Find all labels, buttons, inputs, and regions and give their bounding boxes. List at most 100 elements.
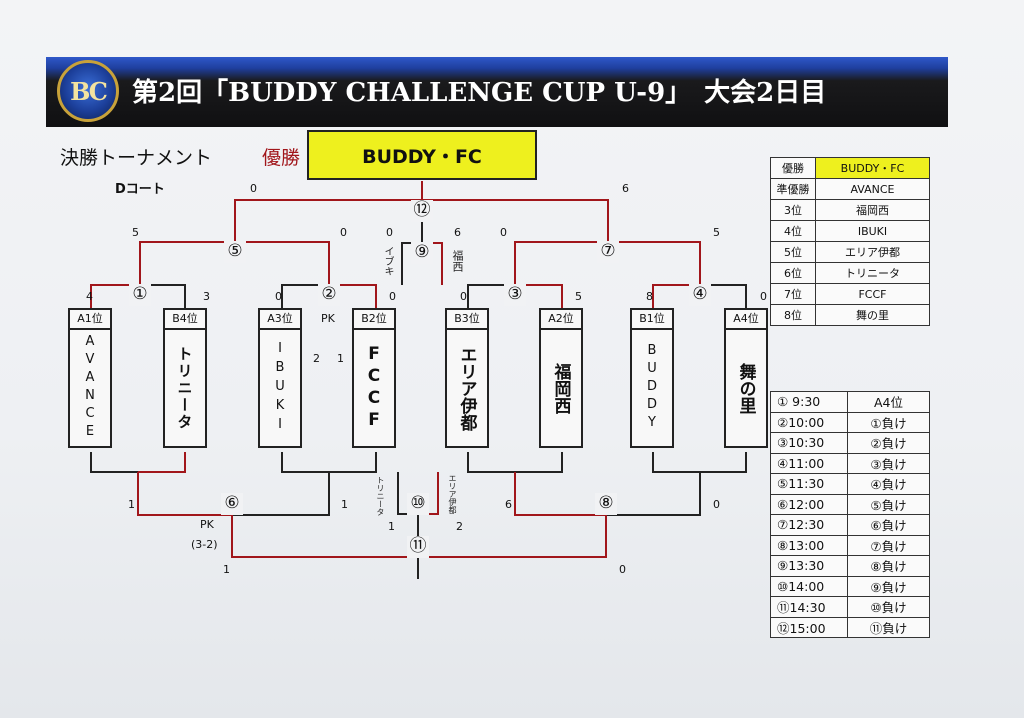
team-box: B4位 トリニータ [163,308,207,448]
team-name: IBUKI [272,340,288,436]
score: 5 [575,290,582,303]
ranking-team: トリニータ [815,262,930,284]
line-m12-right [422,199,609,242]
schedule-row: ②10:00 ①負け [770,411,930,433]
ranking-place: 7位 [770,283,816,305]
match-number: ④ [689,284,711,306]
line-m2-left [281,284,329,308]
line-m3-right [515,284,563,308]
ranking-place: 4位 [770,220,816,242]
team-abbrev: イブキ [382,246,393,276]
schedule-time: ⑨13:30 [770,555,848,577]
line-m6-mid-left [137,472,232,516]
score: 6 [505,498,512,511]
line-m8-left [467,452,515,473]
schedule-time: ⑦12:30 [770,514,848,536]
team-box: A4位 舞の里 [724,308,768,448]
team-box: A3位 IBUKI [258,308,302,448]
schedule-note: ⑥負け [847,514,930,536]
schedule-note: A4位 [847,391,930,413]
score: 1 [223,563,230,576]
score: 0 [275,290,282,303]
schedule-time: ⑥12:00 [770,493,848,515]
schedule-row: ⑤11:30 ④負け [770,473,930,495]
ranking-row: 5位 エリア伊都 [770,241,930,263]
score: 4 [86,290,93,303]
ranking-team: BUDDY・FC [815,157,930,179]
score: 0 [389,290,396,303]
match-number: ⑨ [411,242,433,264]
pk-detail: (3-2) [191,538,218,551]
ranking-team: IBUKI [815,220,930,242]
team-box: B2位 FCCF [352,308,396,448]
line-m6b-right [329,452,377,473]
score: 0 [713,498,720,511]
line-m7-right [608,241,701,285]
score: 1 [388,520,395,533]
line-m2-right [329,284,377,308]
schedule-time: ⑫15:00 [770,616,848,638]
score: 0 [386,226,393,239]
team-name: 福岡西 [550,362,571,414]
pk-label: PK [321,312,335,325]
ranking-row: 4位 IBUKI [770,220,930,242]
line-m6-left [90,452,138,473]
schedule-time: ⑧13:00 [770,534,848,556]
ranking-row: 3位 福岡西 [770,199,930,221]
team-abbrev: 福西 [451,250,464,272]
line-m8-right [515,452,563,473]
schedule-row: ⑥12:00 ⑤負け [770,493,930,515]
team-seed: A3位 [260,310,300,330]
schedule-note: ⑦負け [847,534,930,556]
ranking-team: AVANCE [815,178,930,200]
schedule-time: ②10:00 [770,411,848,433]
ranking-place: 3位 [770,199,816,221]
match-number: ③ [504,284,526,306]
score: 0 [760,290,767,303]
ranking-row: 準優勝 AVANCE [770,178,930,200]
schedule-row: ⑩14:00 ⑨負け [770,575,930,597]
logo-mark: BC [70,76,108,106]
ranking-place: 5位 [770,241,816,263]
score: 3 [203,290,210,303]
court-label: Dコート [115,182,165,197]
team-seed: A4位 [726,310,766,330]
line-m6-mid-right [232,472,330,516]
team-seed: B3位 [447,310,487,330]
team-seed: A2位 [541,310,581,330]
schedule-note: ④負け [847,473,930,495]
schedule-note: ⑨負け [847,575,930,597]
score: 0 [340,226,347,239]
schedule-note: ⑤負け [847,493,930,515]
pk-score: 1 [337,352,344,365]
schedule-time: ④11:00 [770,452,848,474]
pk-label: PK [200,518,214,531]
score: 6 [454,226,461,239]
team-box: B1位 BUDDY [630,308,674,448]
ranking-team: エリア伊都 [815,241,930,263]
schedule-time: ⑤11:30 [770,473,848,495]
score: 5 [713,226,720,239]
ranking-team: 福岡西 [815,199,930,221]
section-title: 決勝トーナメント [60,147,213,169]
line-m6-right [138,452,186,473]
team-abbrev: トリニータ [376,476,385,516]
line-m8b-left [652,452,700,473]
team-seed: B4位 [165,310,205,330]
match-number: ② [318,284,340,306]
schedule-row: ④11:00 ③負け [770,452,930,474]
match-number: ① [129,284,151,306]
score: 1 [128,498,135,511]
line-m7-left [514,241,608,285]
match-number: ⑪ [407,536,429,558]
ranking-team: 舞の里 [815,304,930,326]
team-name: FCCF [364,344,384,432]
score: 0 [500,226,507,239]
line-m4-right [700,284,747,308]
match-number: ⑥ [221,493,243,515]
line-m6b-left [281,452,329,473]
schedule-note: ⑧負け [847,555,930,577]
score: 8 [646,290,653,303]
team-seed: B2位 [354,310,394,330]
